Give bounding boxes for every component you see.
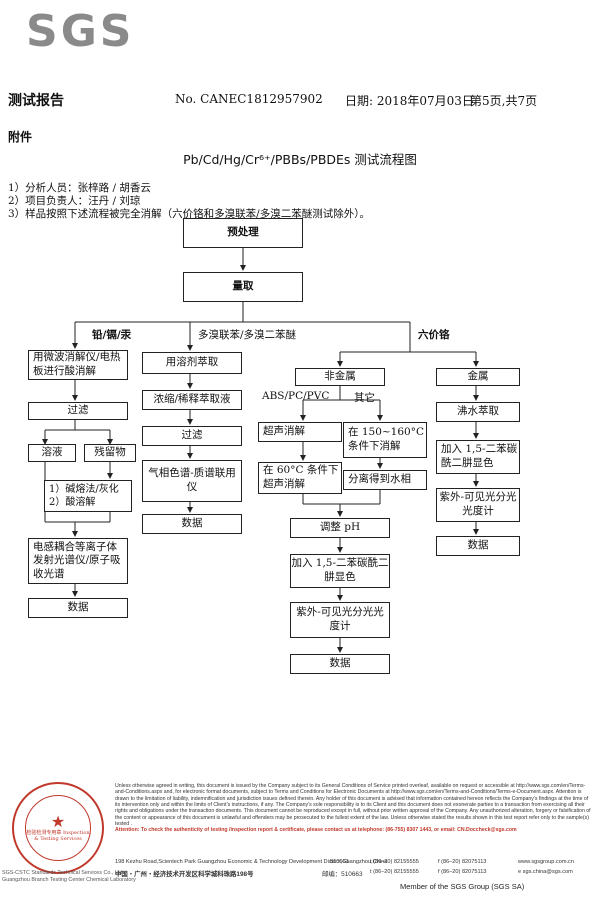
branch-label-cr6: 六价铬	[418, 329, 450, 341]
metals-solution: 溶液	[28, 444, 76, 462]
cr-uv-vis: 紫外-可见光分光光度计	[290, 602, 390, 638]
flowchart-title: Pb/Cd/Hg/Cr⁶⁺/PBBs/PBDEs 测试流程图	[183, 152, 417, 167]
cr-ultrasonic: 超声消解	[258, 422, 342, 442]
lab-branch-en: Guangzhou Branch Testing Center Chemical…	[2, 877, 136, 883]
cr-abs-label: ABS/PC/PVC	[262, 390, 330, 402]
address-cn: 中国・广州・经济技术开发区科学城科珠路198号	[115, 871, 254, 878]
metals-acid-digestion: 用微波消解仪/电热板进行酸消解	[28, 350, 128, 380]
terms-text: Unless otherwise agreed in writing, this…	[115, 783, 591, 828]
metals-filter: 过滤	[28, 402, 128, 420]
report-date: 日期: 2018年07月03日	[345, 94, 474, 108]
fax-en: f (86–20) 82075113	[438, 859, 487, 865]
member-line: Member of the SGS Group (SGS SA)	[400, 882, 525, 891]
lab-name-en: SGS-CSTC Standards Technical Services Co…	[2, 870, 124, 876]
metals-alkali-fusion: 1）碱熔法/灰化 2）酸溶解	[44, 480, 132, 512]
zip-en: 510663	[330, 859, 349, 865]
pbb-gcms: 气相色谱-质谱联用仪	[142, 460, 242, 502]
cr-other-label: 其它	[354, 392, 375, 404]
cr-separate-aqueous: 分离得到水相	[343, 470, 427, 490]
pbb-solvent-extraction: 用溶剂萃取	[142, 352, 242, 374]
official-stamp: ★ 检验检测专用章 Inspection & Testing Services	[12, 782, 104, 874]
cr-metal-data: 数据	[436, 536, 520, 556]
step-pretreatment: 预处理	[183, 218, 303, 248]
branch-label-metals: 铅/镉/汞	[92, 329, 132, 341]
cr-metal: 金属	[436, 368, 520, 386]
page-indicator: 第5页,共7页	[470, 94, 538, 108]
cr-ultrasonic-60: 在 60°C 条件下超声消解	[258, 462, 342, 494]
cr-nonmetal: 非金属	[295, 368, 385, 386]
pbb-filter: 过滤	[142, 426, 242, 446]
cr-add-reagent: 加入 1,5-二苯碳酰二肼显色	[290, 554, 390, 588]
cr-digest-150: 在 150~160°C 条件下消解	[343, 422, 427, 458]
metals-residue: 残留物	[84, 444, 136, 462]
address-en: 198 Kezhu Road,Scientech Park Guangzhou …	[115, 859, 388, 865]
stamp-text: 检验检测专用章 Inspection & Testing Services	[26, 830, 90, 842]
star-icon: ★	[50, 812, 66, 831]
pbb-data: 数据	[142, 514, 242, 534]
cr-metal-add-reagent: 加入 1,5-二苯碳酰二肼显色	[436, 440, 520, 474]
note-2: 2）项目负责人：汪丹 / 刘琼	[8, 195, 141, 207]
pbb-concentrate: 浓缩/稀释萃取液	[142, 390, 242, 410]
attention-text: Attention: To check the authenticity of …	[115, 827, 517, 834]
appendix-label: 附件	[8, 130, 33, 144]
email[interactable]: e sgs.china@sgs.com	[518, 869, 573, 875]
cr-data: 数据	[290, 654, 390, 674]
cr-adjust-ph: 调整 pH	[290, 518, 390, 538]
tel-cn: t (86–20) 82155555	[370, 869, 419, 875]
website[interactable]: www.sgsgroup.com.cn	[518, 859, 574, 865]
step-weighing: 量取	[183, 272, 303, 302]
metals-icp-aas: 电感耦合等离子体发射光谱仪/原子吸收光谱	[28, 538, 128, 584]
cr-boiling-water: 沸水萃取	[436, 402, 520, 422]
tel-en: t (86–20) 82155555	[370, 859, 419, 865]
fax-cn: f (86–20) 82075113	[438, 869, 487, 875]
terms-paragraph: Unless otherwise agreed in writing, this…	[115, 783, 593, 834]
branch-label-pbb: 多溴联苯/多溴二苯醚	[198, 329, 297, 341]
zip-cn: 邮编：510663	[322, 871, 363, 878]
metals-data: 数据	[28, 598, 128, 618]
sgs-logo: SGS	[26, 6, 135, 57]
report-number: No. CANEC1812957902	[175, 92, 323, 106]
note-1: 1）分析人员：张梓路 / 胡香云	[8, 182, 151, 194]
report-title: 测试报告	[8, 93, 64, 109]
cr-metal-uv-vis: 紫外-可见光分光光度计	[436, 488, 520, 522]
note-3: 3）样品按照下述流程被完全消解（六价铬和多溴联苯/多溴二苯醚测试除外）。	[8, 208, 370, 220]
